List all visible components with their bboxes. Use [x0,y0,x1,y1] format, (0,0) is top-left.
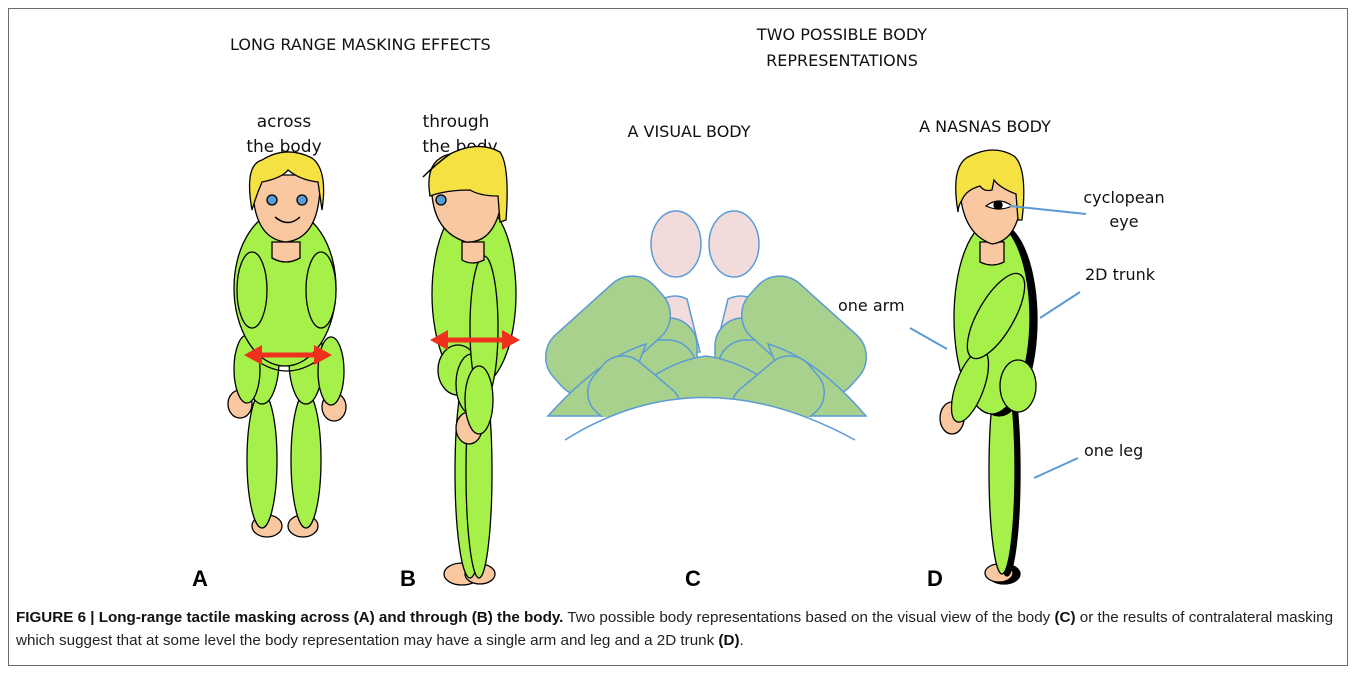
heading-masking: LONG RANGE MASKING EFFECTS [230,35,491,54]
figure-caption: FIGURE 6 | Long-range tactile masking ac… [16,606,1341,652]
panel-d-title: A NASNAS BODY [919,117,1051,136]
pointer-one-leg [1034,458,1078,478]
label-one-arm: one arm [838,296,905,315]
label-one-leg: one leg [1084,441,1143,460]
caption-ref-c: (C) [1054,609,1075,626]
figure-illustration: LONG RANGE MASKING EFFECTS TWO POSSIBLE … [0,0,1356,600]
panel-letter-b: B [400,566,416,591]
panel-b-title-line1: through [423,112,490,132]
figure-a-body [228,152,346,537]
pointer-2d-trunk [1040,292,1080,318]
pointer-one-arm [910,328,947,349]
label-cyclopean-line1: cyclopean [1083,188,1164,207]
figure-b-body [423,146,516,585]
figure-c-crop-mask [520,417,900,577]
caption-label: FIGURE 6 | Long-range tactile masking ac… [16,609,563,626]
panel-letter-a: A [192,566,208,591]
panel-letter-d: D [927,566,943,591]
caption-text-1: Two possible body representations based … [563,609,1054,626]
caption-text-3: . [740,632,744,649]
label-2d-trunk: 2D trunk [1085,265,1156,284]
panel-c-title: A VISUAL BODY [627,122,750,141]
panel-letter-c: C [685,566,701,591]
heading-representations-line2: REPRESENTATIONS [766,51,918,70]
figure-d-body [940,150,1037,584]
label-cyclopean-line2: eye [1109,212,1138,231]
heading-representations-line1: TWO POSSIBLE BODY [756,25,927,44]
caption-ref-d: (D) [718,632,739,649]
panel-a-title-line1: across [257,112,312,132]
